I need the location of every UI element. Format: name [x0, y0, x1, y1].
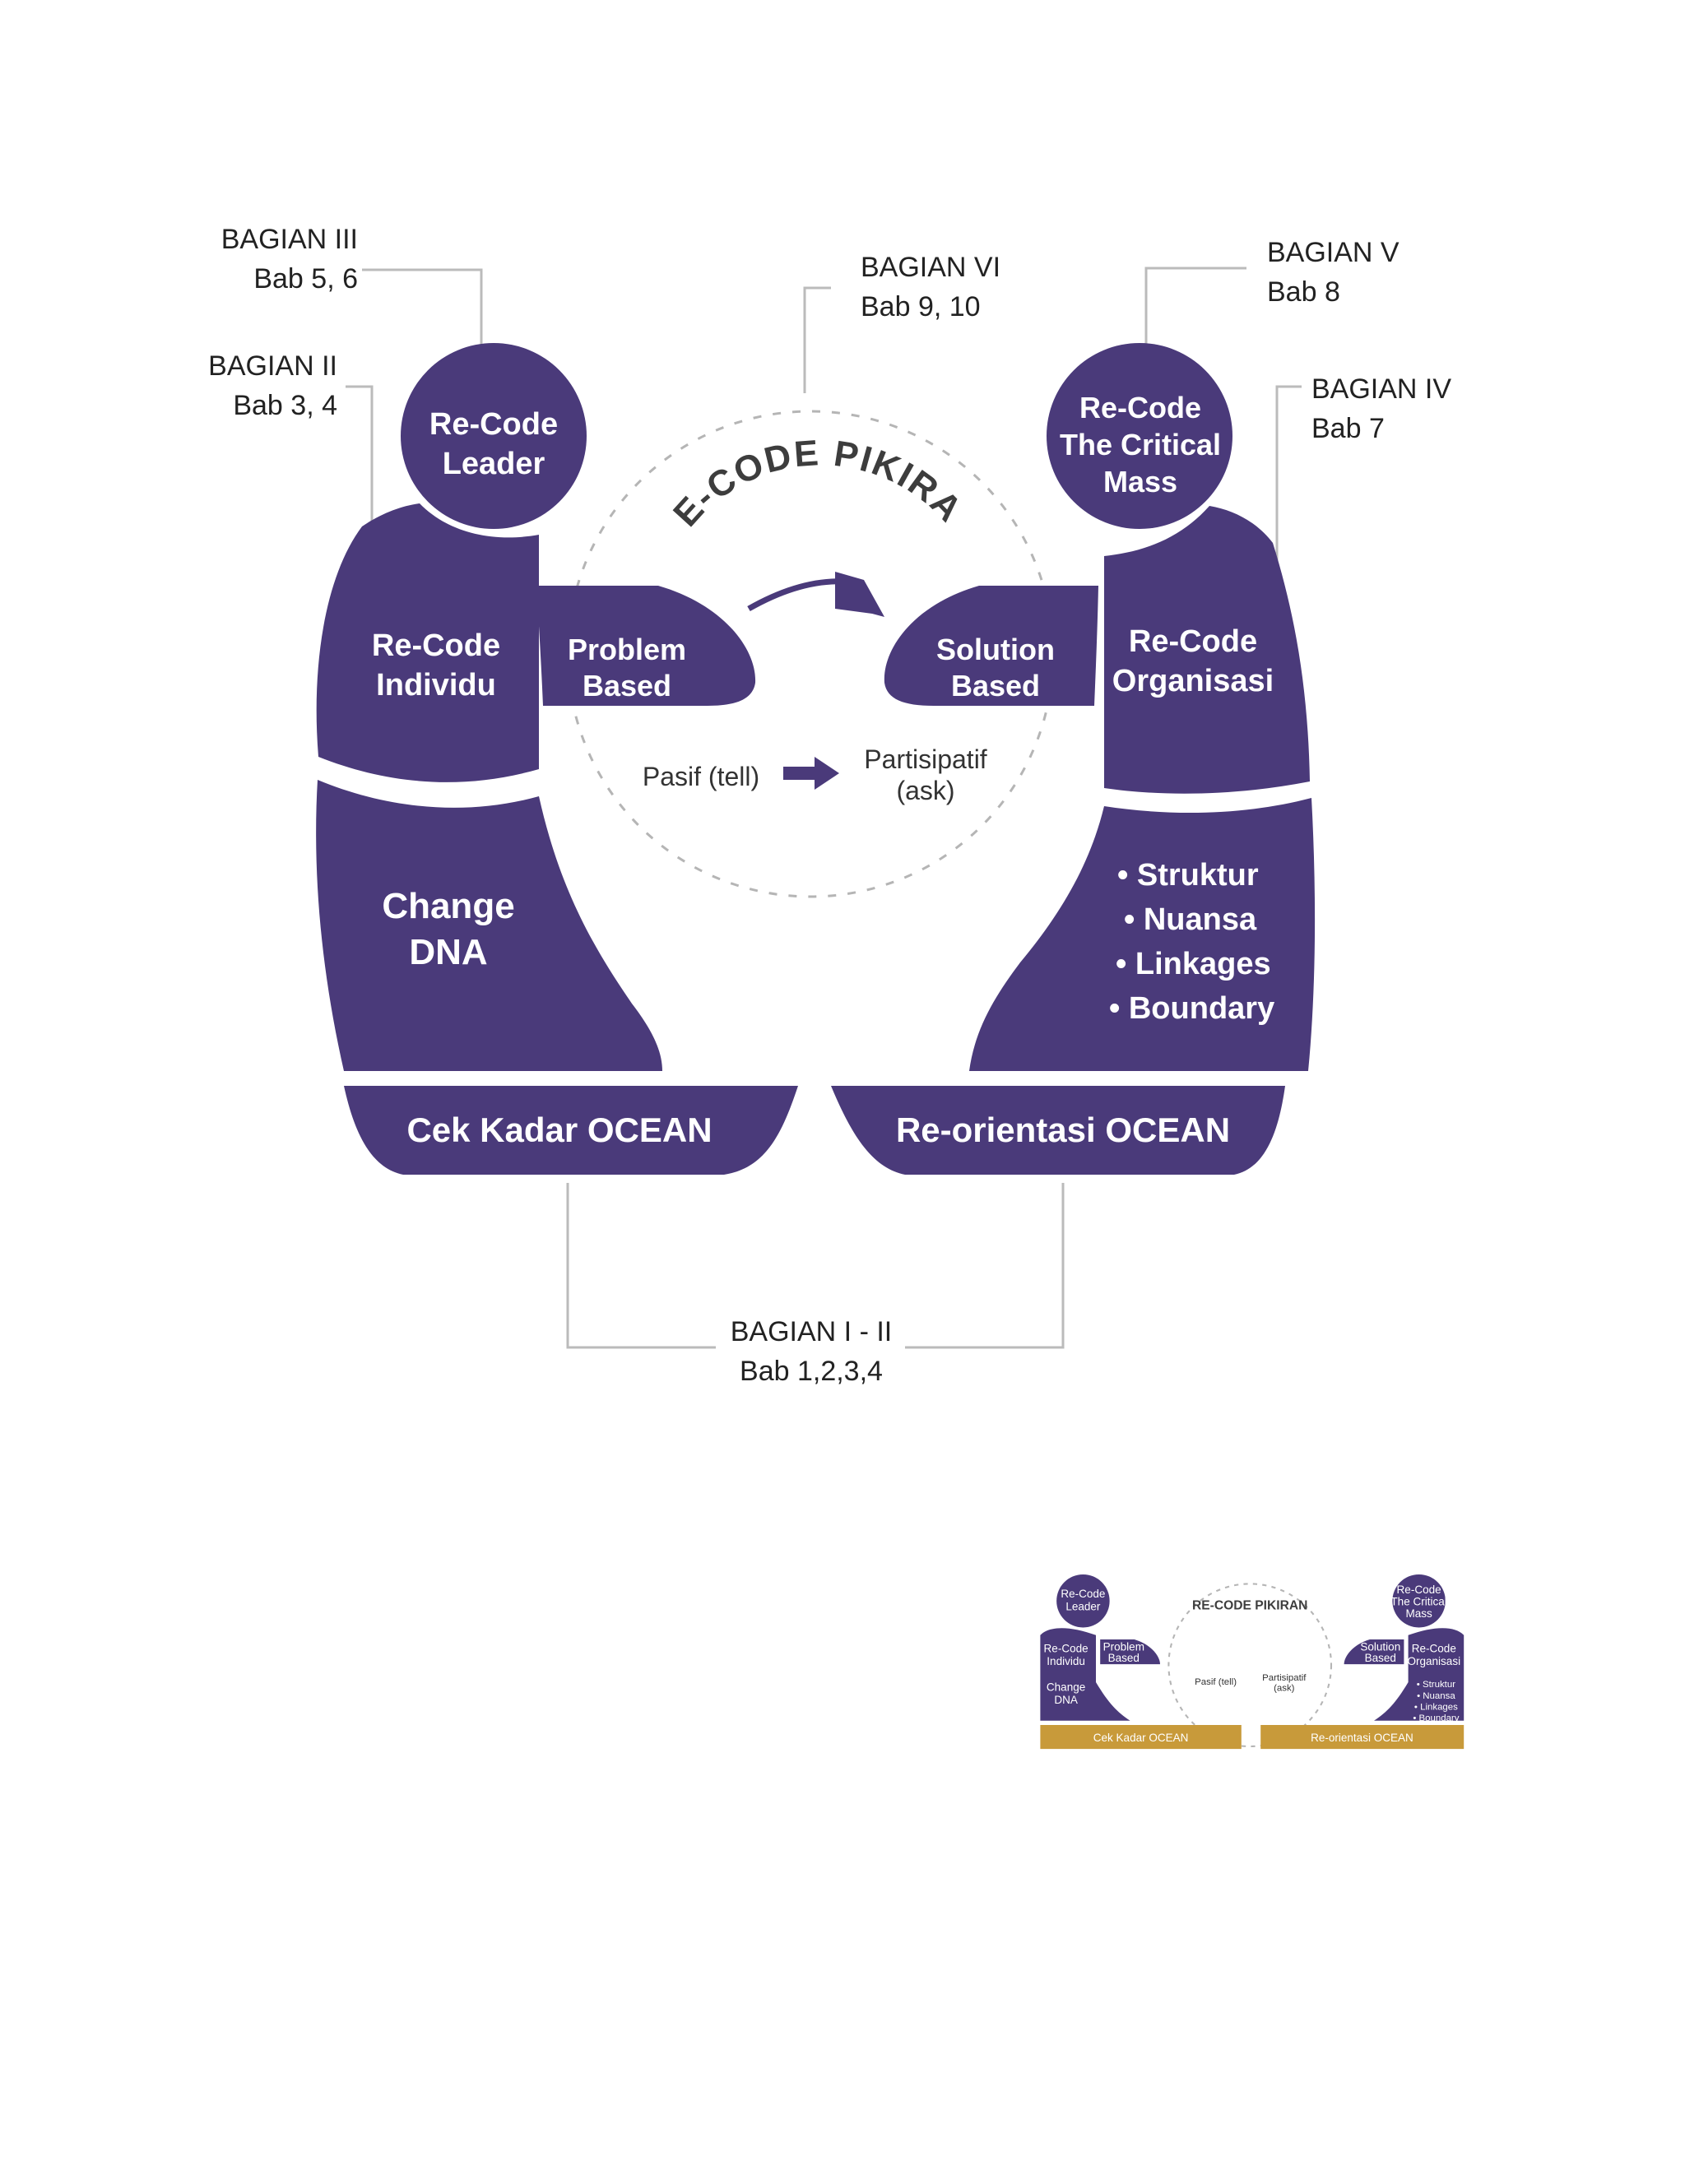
- bullet-nuansa: • Nuansa: [1124, 902, 1257, 937]
- thumb-organisasi-line-2: Organisasi: [1407, 1655, 1460, 1667]
- pasif-arrow-icon: [783, 757, 839, 790]
- bagian6-bab: Bab 9, 10: [861, 291, 981, 322]
- thumb-individu-line-2: Individu: [1047, 1655, 1085, 1667]
- solution-based-line-1: Solution: [936, 633, 1055, 666]
- thumb-partisipatif-line-2: (ask): [1274, 1683, 1295, 1693]
- connector-bagian5: [1146, 268, 1246, 347]
- thumb-critical-line-1: Re-Code: [1397, 1584, 1441, 1596]
- thumb-reorientasi-label: Re-orientasi OCEAN: [1311, 1732, 1413, 1744]
- bagian6-title: BAGIAN VI: [861, 252, 1000, 283]
- change-dna-line-2: DNA: [409, 932, 487, 972]
- thumbnail-diagram: Re-Code Leader Re-Code The Critical Mass…: [1032, 1574, 1477, 1755]
- thumb-partisipatif-line-1: Partisipatif: [1262, 1673, 1307, 1683]
- main-diagram: RE-CODE PIKIRAN Re-Code Leader: [0, 0, 1315, 1175]
- organisasi-line-2: Organisasi: [1112, 664, 1274, 698]
- thumb-bullet-struktur: • Struktur: [1417, 1680, 1455, 1690]
- problem-based-line-2: Based: [583, 669, 671, 702]
- connector-bagian3: [362, 270, 481, 352]
- critical-mass-line-1: Re-Code: [1079, 391, 1201, 424]
- thumb-problem-line-2: Based: [1108, 1652, 1140, 1664]
- bagian3-title: BAGIAN III: [221, 224, 358, 255]
- thumb-bullet-linkages: • Linkages: [1414, 1702, 1458, 1712]
- change-dna-line-1: Change: [382, 886, 514, 926]
- bagian3-bab: Bab 5, 6: [253, 263, 358, 294]
- critical-mass-line-3: Mass: [1103, 465, 1177, 498]
- thumb-bullet-nuansa: • Nuansa: [1417, 1691, 1455, 1701]
- bagian4-bab: Bab 7: [1311, 413, 1385, 444]
- individu-line-1: Re-Code: [372, 628, 500, 663]
- label-bagian2: BAGIAN II Bab 3, 4: [208, 350, 337, 421]
- bagian2-title: BAGIAN II: [208, 350, 337, 382]
- problem-based-line-1: Problem: [568, 633, 686, 666]
- connector-bagian1: [568, 1183, 716, 1347]
- bullet-linkages: • Linkages: [1116, 947, 1271, 981]
- thumb-dna-line-1: Change: [1047, 1681, 1085, 1693]
- label-bagian5: BAGIAN V Bab 8: [1267, 237, 1400, 308]
- pasif-label: Pasif (tell): [643, 762, 759, 791]
- bullet-boundary: • Boundary: [1109, 991, 1274, 1026]
- transition-arrowhead: [835, 572, 884, 617]
- connector-bagian6: [805, 288, 831, 393]
- bagian4-title: BAGIAN IV: [1311, 373, 1451, 405]
- solution-based-line-2: Based: [951, 669, 1040, 702]
- label-bagian6: BAGIAN VI Bab 9, 10: [861, 252, 1000, 322]
- partisipatif-line-2: (ask): [896, 776, 954, 805]
- label-bagian3: BAGIAN III Bab 5, 6: [221, 224, 358, 294]
- label-bagian4: BAGIAN IV Bab 7: [1311, 373, 1451, 444]
- bagian2-bab: Bab 3, 4: [233, 390, 337, 421]
- organisasi-line-1: Re-Code: [1129, 624, 1257, 659]
- leader-line-2: Leader: [443, 447, 545, 481]
- individu-line-2: Individu: [376, 668, 496, 702]
- cek-kadar-label: Cek Kadar OCEAN: [406, 1111, 712, 1149]
- thumb-leader-line-2: Leader: [1065, 1601, 1101, 1613]
- thumb-solution-line-2: Based: [1365, 1652, 1396, 1664]
- thumb-cek-kadar-label: Cek Kadar OCEAN: [1093, 1732, 1189, 1744]
- thumb-organisasi-line-1: Re-Code: [1412, 1643, 1456, 1655]
- critical-mass-line-2: The Critical: [1060, 428, 1221, 461]
- thumb-bullet-boundary: • Boundary: [1413, 1713, 1459, 1723]
- leader-line-1: Re-Code: [429, 407, 558, 442]
- connector-bagian4: [1277, 387, 1302, 572]
- thumb-cycle-title: RE-CODE PIKIRAN: [1192, 1599, 1307, 1613]
- thumb-problem-line-1: Problem: [1103, 1641, 1144, 1653]
- bagian5-title: BAGIAN V: [1267, 237, 1400, 268]
- connector-bagian1-right: [905, 1183, 1063, 1347]
- connector-bagian2: [346, 387, 372, 539]
- thumb-dna-line-2: DNA: [1054, 1694, 1078, 1706]
- reorientasi-label: Re-orientasi OCEAN: [896, 1111, 1230, 1149]
- partisipatif-line-1: Partisipatif: [864, 744, 987, 774]
- thumb-leader-line-1: Re-Code: [1061, 1588, 1105, 1600]
- bagian1-bab: Bab 1,2,3,4: [740, 1356, 883, 1387]
- bullet-struktur: • Struktur: [1117, 858, 1259, 893]
- bagian1-title: BAGIAN I - II: [731, 1316, 892, 1347]
- thumb-individu-line-1: Re-Code: [1044, 1643, 1089, 1655]
- thumb-critical-line-3: Mass: [1405, 1607, 1432, 1620]
- thumb-critical-line-2: The Critical: [1390, 1595, 1446, 1607]
- bagian5-bab: Bab 8: [1267, 276, 1340, 308]
- thumb-pasif-label: Pasif (tell): [1195, 1677, 1237, 1687]
- thumb-solution-line-1: Solution: [1360, 1641, 1400, 1653]
- label-bagian1: BAGIAN I - II Bab 1,2,3,4: [731, 1316, 892, 1387]
